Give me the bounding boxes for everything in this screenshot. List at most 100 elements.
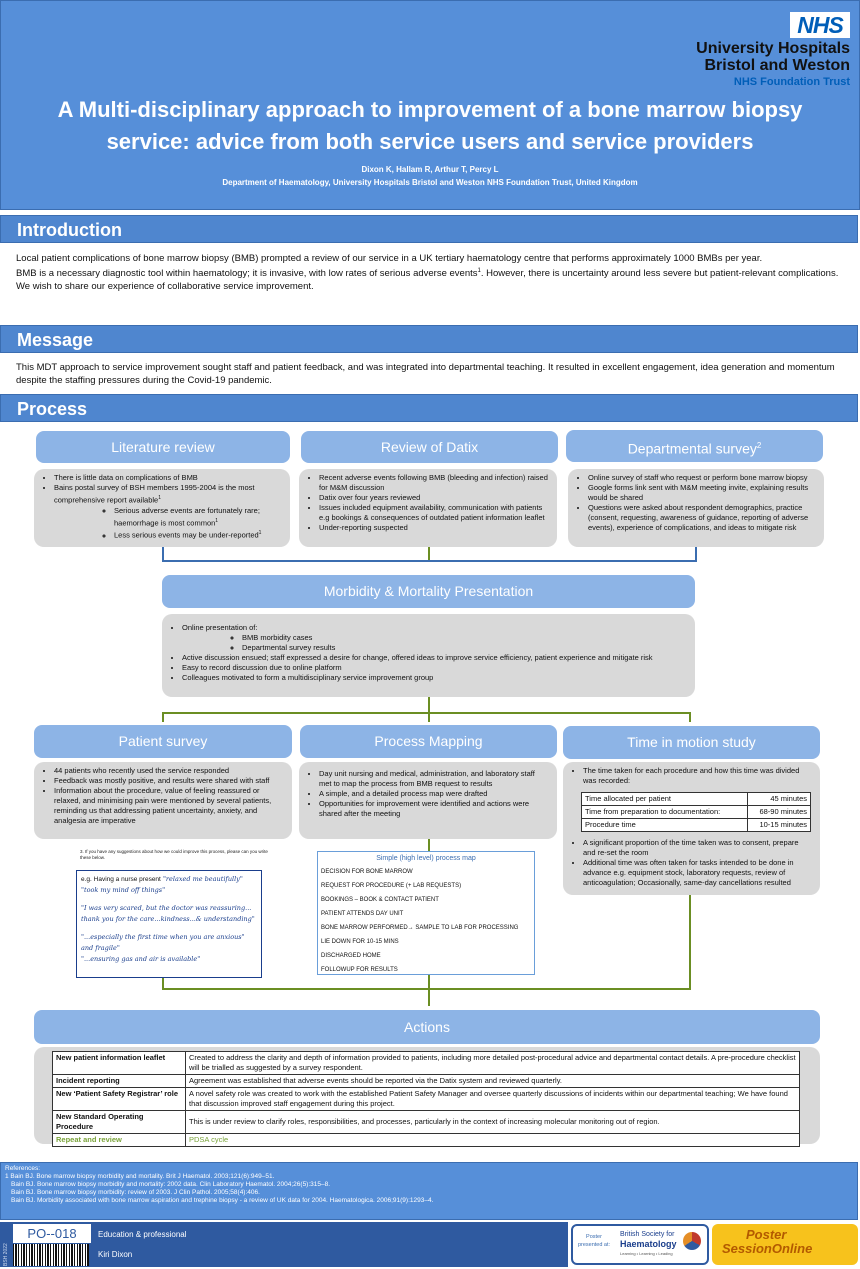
quote-2: "took my mind off things" [81,886,166,894]
footer-info-bar [0,1222,568,1267]
process-step: BOOKINGS – BOOK & CONTACT PATIENT [321,897,439,903]
process-step: DISCHARGED HOME [321,953,381,959]
message-text: This MDT approach to service improvement… [16,362,835,386]
process-map-steps: DECISION FOR BONE MARROW REQUEST FOR PRO… [318,865,534,977]
presented-at-label: Poster presented at: [577,1234,611,1248]
connector-line [695,547,697,561]
actions-title: Actions [34,1010,820,1044]
quote-intro: e.g. Having a nurse present [81,876,161,883]
survey-bullet-1: Online survey of staff who request or pe… [588,473,816,483]
process-step: REQUEST FOR PROCEDURE (+ LAB REQUESTS) [321,883,462,889]
datix-review-title: Review of Datix [301,431,558,463]
table-row: Time from preparation to documentation:6… [581,805,812,819]
quote-5: "...ensuring gas and air is available" [81,955,201,963]
datix-bullet-1: Recent adverse events following BMB (ble… [319,473,549,493]
intro-paragraph-3: We wish to share our experience of colla… [16,281,314,293]
poster-session-online-logo [712,1224,858,1265]
literature-review-title: Literature review [36,431,290,463]
bsh-name-line2: Haematology [620,1239,677,1249]
mm-bullet-1: Online presentation of: BMB morbidity ca… [182,623,687,653]
datix-bullet-3: Issues included equipment availability, … [319,503,549,523]
quote-4: "...especially the first time when you a… [81,933,245,952]
section-message-heading: Message [0,325,858,353]
connector-line [162,547,164,561]
lit-sub-bullet-1: Serious adverse events are fortunately r… [114,506,282,529]
patient-bullet-1: 44 patients who recently used the servic… [54,766,284,776]
reference-3: Bain BJ. Bone marrow biopsy morbidity: r… [11,1189,260,1196]
intro-paragraph-2: BMB is a necessary diagnostic tool withi… [16,268,839,280]
survey-bullet-2: Google forms link sent with M&M meeting … [588,483,816,503]
lit-bullet-1: There is little data on complications of… [54,473,282,483]
quote-3: "I was very scared, but the doctor was r… [81,904,255,923]
authors: Dixon K, Hallam R, Arthur T, Percy L [361,165,499,174]
presenter-name: Kiri Dixon [98,1250,133,1259]
references-panel: References: 1 Bain BJ. Bone marrow biops… [0,1162,858,1220]
connector-line [428,712,430,722]
reference-2: Bain BJ. Bone marrow biopsy morbidity an… [11,1181,331,1188]
pm-bullet-1: Day unit nursing and medical, administra… [319,769,549,789]
org-name-line3: NHS Foundation Trust [733,76,850,88]
connector-line [689,712,691,722]
poster-title: A Multi-disciplinary approach to improve… [57,97,803,154]
simple-process-map: Simple (high level) process map DECISION… [317,851,535,975]
survey-bullet-3: Questions were asked about respondent de… [588,503,816,533]
time-motion-title: Time in motion study [563,726,820,759]
connector-line [428,975,430,990]
introduction-text: Local patient complications of bone marr… [16,252,846,293]
mm-sub-bullet-1: BMB morbidity cases [242,633,687,643]
poster-id: PO--018 [13,1224,91,1243]
patient-quotes-box: e.g. Having a nurse present "relaxed me … [76,870,262,978]
departmental-survey-title: Departmental survey2 [566,430,823,462]
process-map-title: Simple (high level) process map [376,855,476,862]
reference-4: Bain BJ. Morbidity associated with bone … [11,1197,434,1204]
time-motion-box: The time taken for each procedure and ho… [563,762,820,895]
connector-line [428,839,430,851]
mm-bullet-2: Active discussion ensued; staff expresse… [182,653,687,663]
org-name-line2: Bristol and Weston [704,57,851,74]
connector-line [428,547,430,561]
connector-line [428,697,430,713]
footer-year: BSH 2022 [3,1243,9,1266]
connector-line [428,988,430,1006]
barcode [13,1244,89,1266]
connector-line [162,988,691,990]
process-step: FOLLOWUP FOR RESULTS [321,967,398,973]
patient-bullet-3: Information about the procedure, value o… [54,786,284,826]
mm-presentation-title: Morbidity & Mortality Presentation [162,575,695,608]
datix-bullet-2: Datix over four years reviewed [319,493,549,503]
datix-review-box: Recent adverse events following BMB (ble… [299,469,557,547]
literature-review-box: There is little data on complications of… [34,469,290,547]
lit-bullet-2: Bains postal survey of BSH members 1995-… [54,483,282,541]
department: Department of Haematology, University Ho… [222,178,638,187]
process-step: PATIENT ATTENDS DAY UNIT [321,911,404,917]
process-mapping-title: Process Mapping [300,725,557,758]
pso-logo-text: Poster SessionOnline [722,1227,813,1256]
reference-1: 1 Bain BJ. Bone marrow biopsy morbidity … [5,1173,275,1180]
connector-line [162,712,164,722]
patient-survey-title: Patient survey [34,725,292,758]
pm-bullet-3: Opportunities for improvement were ident… [319,799,549,819]
datix-bullet-4: Under-reporting suspected [319,523,549,533]
mm-bullet-3: Easy to record discussion due to online … [182,663,687,673]
tm-bullet-1: The time taken for each procedure and ho… [583,766,812,786]
bsh-name-line1: British Society for [620,1231,675,1238]
process-step: DECISION FOR BONE MARROW [321,869,413,875]
quote-1: "relaxed me beautifully" [162,875,243,883]
connector-line [162,712,690,714]
departmental-survey-box: Online survey of staff who request or pe… [568,469,824,547]
connector-line [689,895,691,990]
section-introduction-heading: Introduction [0,215,858,243]
poster-category: Education & professional [98,1230,187,1239]
process-step: LIE DOWN FOR 10-15 MINS [321,939,399,945]
survey-form-question: 3. If you have any suggestions about how… [80,849,268,860]
mm-sub-bullet-2: Departmental survey results [242,643,687,653]
